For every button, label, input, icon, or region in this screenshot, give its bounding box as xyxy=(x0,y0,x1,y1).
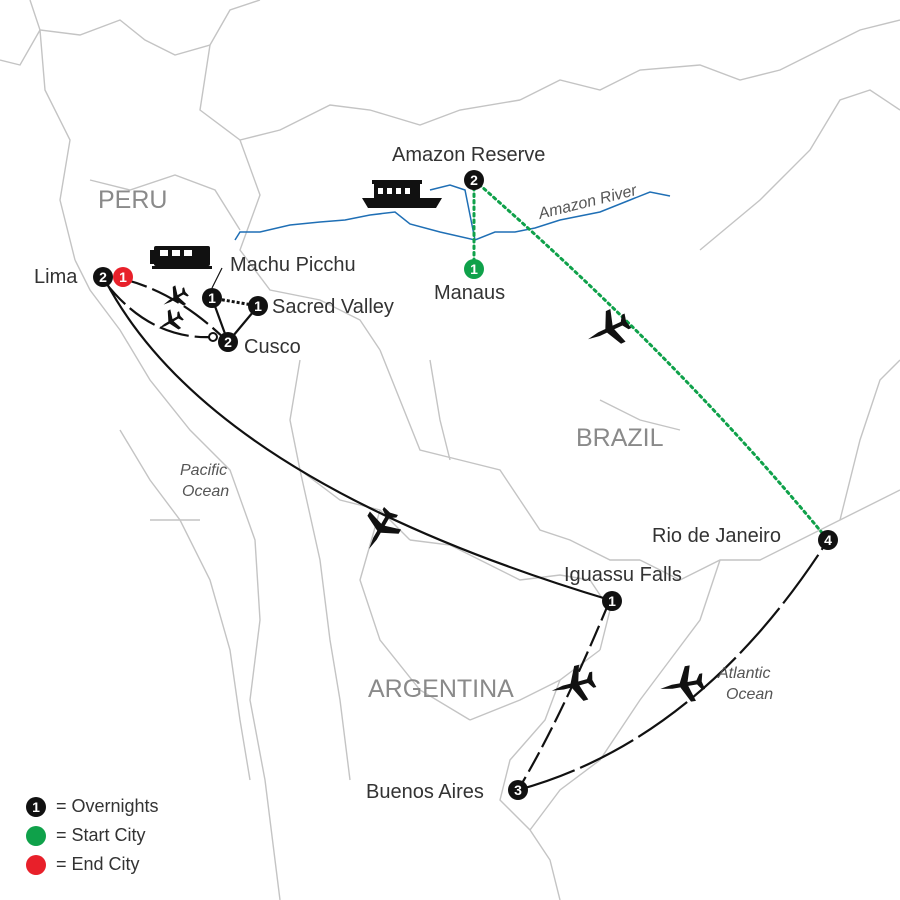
airplane-icon xyxy=(547,661,599,709)
ocean-label-pacific: Pacific xyxy=(180,462,227,479)
legend-label-overnights: = Overnights xyxy=(56,796,159,816)
overnight-marker-amazon-reserve[interactable]: 2 xyxy=(464,170,484,190)
city-label-iguassu: Iguassu Falls xyxy=(564,564,682,586)
svg-text:3: 3 xyxy=(514,782,522,798)
legend-row-start: = Start City xyxy=(26,821,159,850)
svg-text:1: 1 xyxy=(208,290,216,306)
city-label-rio: Rio de Janeiro xyxy=(652,525,781,547)
route-lima-iguassu xyxy=(104,279,611,602)
svg-text:2: 2 xyxy=(470,172,478,188)
airplane-icon xyxy=(153,306,187,338)
overnight-marker-cusco[interactable]: 2 xyxy=(218,332,238,352)
overnight-marker-sacred-valley[interactable]: 1 xyxy=(248,296,268,316)
svg-text:1: 1 xyxy=(254,298,262,314)
start-marker-manaus[interactable]: 1 xyxy=(464,259,484,279)
rail-connector xyxy=(211,267,223,289)
svg-text:1: 1 xyxy=(608,593,616,609)
route-buenos-aires-rio xyxy=(517,539,829,792)
svg-text:4: 4 xyxy=(824,532,832,548)
legend-label-end: = End City xyxy=(56,854,140,874)
map-legend: 1 = Overnights = Start City = End City xyxy=(26,792,159,879)
overnight-marker-rio[interactable]: 4 xyxy=(818,530,838,550)
waypoint-dot-cusco xyxy=(208,332,218,342)
city-label-machu-picchu: Machu Picchu xyxy=(230,254,356,276)
airplane-icon xyxy=(580,304,636,356)
amazon-river xyxy=(234,184,671,241)
start-marker-sample xyxy=(26,825,46,846)
overnight-marker-machu-picchu[interactable]: 1 xyxy=(202,288,222,308)
city-label-buenos-aires: Buenos Aires xyxy=(366,781,484,803)
legend-row-end: = End City xyxy=(26,850,159,879)
city-label-manaus: Manaus xyxy=(434,282,505,304)
overnight-marker-sample: 1 xyxy=(26,796,46,817)
riverboat-icon xyxy=(362,180,442,208)
city-label-cusco: Cusco xyxy=(244,336,301,358)
country-label-brazil: BRAZIL xyxy=(576,424,664,452)
city-label-amazon-reserve: Amazon Reserve xyxy=(392,144,545,166)
svg-text:1: 1 xyxy=(119,269,127,285)
airplane-icon xyxy=(657,663,707,707)
start-routes xyxy=(472,178,830,542)
svg-text:1: 1 xyxy=(470,261,478,277)
city-label-lima: Lima xyxy=(34,266,78,288)
overnight-marker-lima[interactable]: 2 xyxy=(93,267,113,287)
legend-row-overnights: 1 = Overnights xyxy=(26,792,159,821)
route-amazon-reserve-rio xyxy=(472,178,830,542)
svg-text:2: 2 xyxy=(224,334,232,350)
country-label-argentina: ARGENTINA xyxy=(368,675,514,703)
overnight-marker-iguassu[interactable]: 1 xyxy=(602,591,622,611)
svg-text:2: 2 xyxy=(99,269,107,285)
overnight-marker-buenos-aires[interactable]: 3 xyxy=(508,780,528,800)
legend-label-start: = Start City xyxy=(56,825,146,845)
city-label-sacred-valley: Sacred Valley xyxy=(272,296,394,318)
end-marker-lima[interactable]: 1 xyxy=(113,267,133,287)
end-marker-sample xyxy=(26,854,46,875)
ocean-label-atlantic-2: Ocean xyxy=(726,686,773,703)
ocean-label-pacific-2: Ocean xyxy=(182,483,229,500)
ocean-label-atlantic: Atlantic xyxy=(717,665,770,682)
country-label-peru: PERU xyxy=(98,186,167,214)
route-lima-cusco-lower xyxy=(104,281,214,339)
train-icon xyxy=(150,246,212,269)
route-iguassu-buenos-aires xyxy=(517,599,612,791)
